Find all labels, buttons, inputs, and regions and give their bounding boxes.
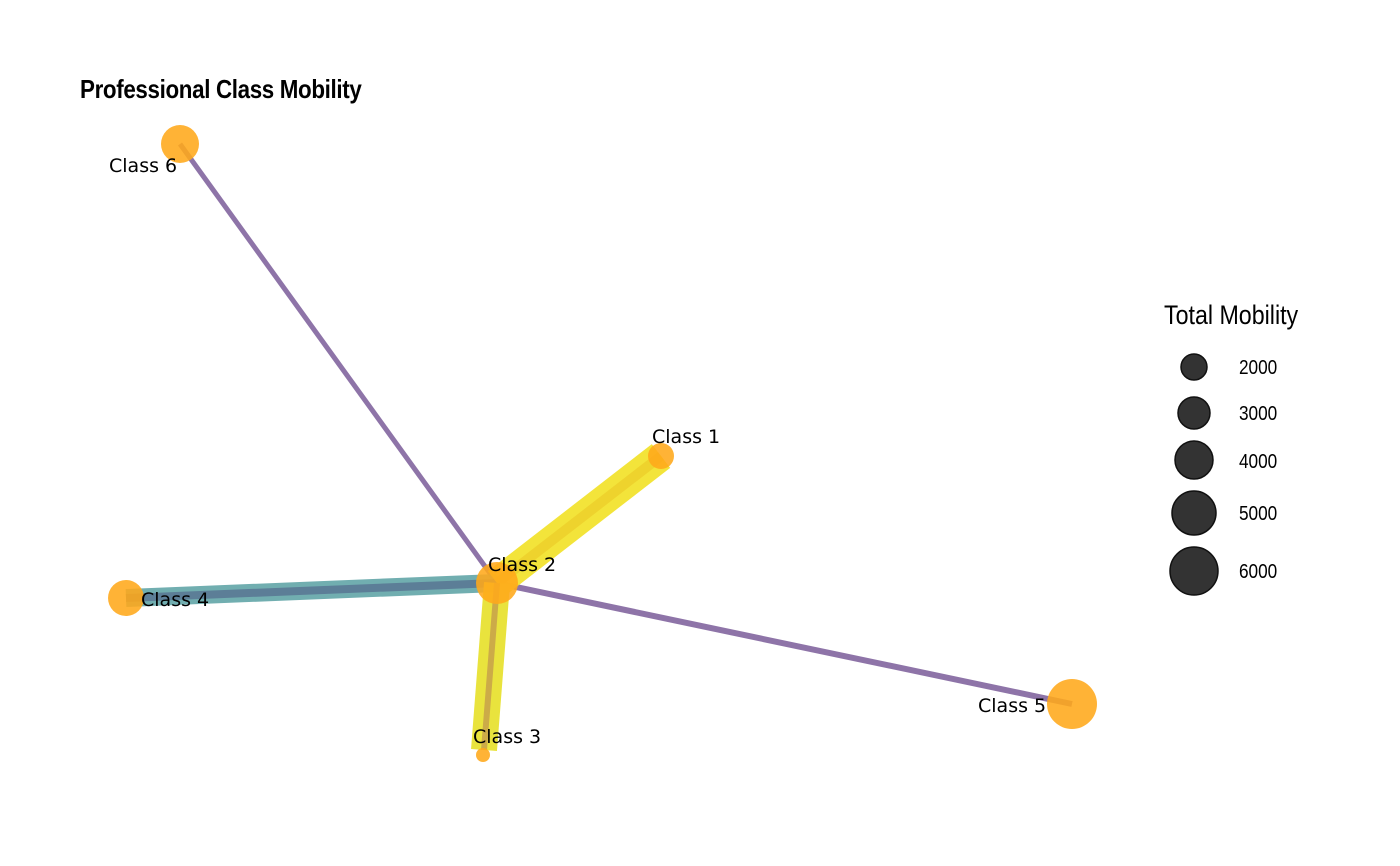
legend-circle-6000	[1169, 546, 1219, 596]
legend-label-2000: 2000	[1239, 356, 1277, 379]
edge-class2-class5	[496, 580, 1073, 707]
edge-class2-class1-core	[493, 452, 665, 587]
node-class5[interactable]	[1047, 679, 1097, 729]
node-class6[interactable]	[161, 125, 199, 163]
edge-class2-class6	[177, 142, 500, 585]
legend-label-6000: 6000	[1239, 560, 1277, 583]
legend-circle-4000	[1174, 440, 1214, 480]
node-label-class2: Class 2	[488, 554, 556, 576]
edges	[125, 142, 1073, 752]
node-label-class4: Class 4	[141, 589, 209, 611]
legend-label-5000: 5000	[1239, 502, 1277, 525]
edge-class2-class4-core	[125, 579, 498, 602]
legend-circle-3000	[1177, 396, 1211, 430]
node-label-class1: Class 1	[652, 426, 720, 448]
node-label-class3: Class 3	[473, 726, 541, 748]
legend-circle-5000	[1171, 490, 1217, 536]
node-class4[interactable]	[108, 580, 144, 616]
legend: Total Mobility 2000 3000 4000 5000 6000	[1164, 300, 1299, 596]
nodes	[108, 125, 1097, 762]
legend-title: Total Mobility	[1164, 300, 1299, 330]
node-label-class5: Class 5	[978, 695, 1046, 717]
node-class3[interactable]	[476, 748, 490, 762]
diagram-title: Professional Class Mobility	[80, 74, 362, 104]
node-label-class6: Class 6	[109, 155, 177, 177]
legend-label-3000: 3000	[1239, 402, 1277, 425]
node-labels: Class 6 Class 1 Class 2 Class 4 Class 5 …	[109, 155, 1046, 748]
edge-class2-class3-core	[481, 582, 500, 751]
node-class1[interactable]	[648, 443, 674, 469]
node-class2[interactable]	[476, 562, 518, 604]
legend-label-4000: 4000	[1239, 450, 1277, 473]
legend-circle-2000	[1180, 353, 1208, 381]
